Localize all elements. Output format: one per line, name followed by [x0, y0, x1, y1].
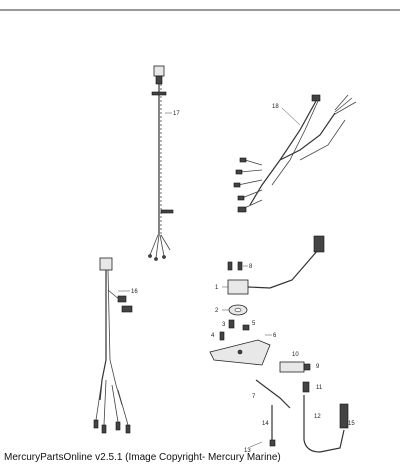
callout-7: 7: [252, 394, 256, 400]
callout-6: 6: [273, 333, 277, 339]
callout-9: 9: [316, 364, 320, 370]
part-2-washer[interactable]: [228, 304, 248, 316]
callout-8: 8: [249, 264, 253, 270]
harness-16[interactable]: [93, 257, 133, 434]
harness-18[interactable]: [233, 94, 357, 213]
copyright-footer: MercuryPartsOnline v2.5.1 (Image Copyrig…: [4, 452, 281, 463]
callout-2: 2: [215, 308, 219, 314]
callout-17: 17: [173, 111, 180, 117]
callout-3: 3: [222, 322, 226, 328]
part-7-tube[interactable]: [255, 379, 291, 409]
part-9-10-switch[interactable]: [279, 361, 311, 373]
callout-18: 18: [272, 104, 279, 110]
part-6-bracket[interactable]: [209, 339, 271, 366]
callout-15: 15: [348, 421, 355, 427]
part-3-fitting[interactable]: [228, 319, 235, 329]
callout-1: 1: [215, 285, 219, 291]
callout-13: 13: [244, 448, 251, 454]
part-14-pipe[interactable]: [269, 405, 276, 447]
part-12-hose[interactable]: [303, 395, 349, 453]
callout-11: 11: [316, 385, 323, 391]
callout-10: 10: [292, 352, 299, 358]
callout-5: 5: [252, 321, 256, 327]
part-13[interactable]: [249, 441, 263, 448]
part-4-bolt[interactable]: [219, 331, 225, 341]
callout-12: 12: [314, 414, 321, 420]
callout-16: 16: [131, 289, 138, 295]
harness-17[interactable]: [148, 65, 174, 261]
callout-14: 14: [262, 421, 269, 427]
callout-4: 4: [211, 333, 215, 339]
part-5-nut[interactable]: [242, 324, 250, 331]
part-8-bolts[interactable]: [227, 261, 243, 271]
part-11-fitting[interactable]: [302, 381, 310, 393]
part-1-sensor[interactable]: [227, 235, 325, 295]
